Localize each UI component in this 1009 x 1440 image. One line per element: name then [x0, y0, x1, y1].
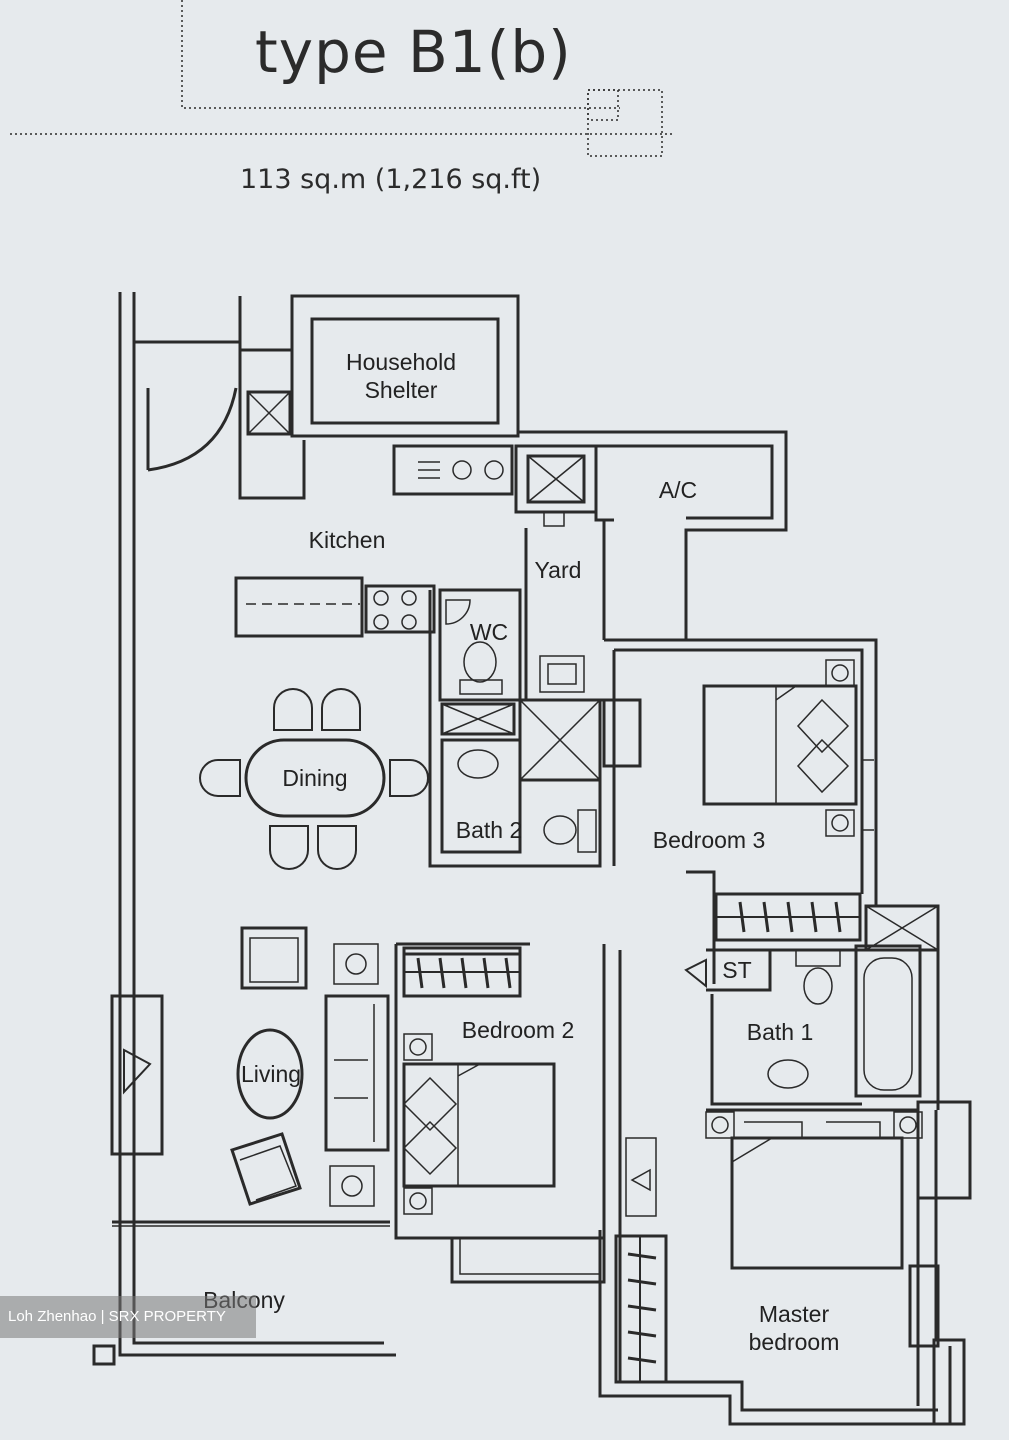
room-label-master-bedroom: Master bedroom [748, 1301, 840, 1355]
room-label-bath1: Bath 1 [746, 1019, 814, 1045]
room-label-st: ST [722, 957, 752, 983]
room-label-household-shelter: Household Shelter [346, 349, 456, 403]
room-label-yard: Yard [534, 557, 582, 583]
unit-area: 113 sq.m (1,216 sq.ft) [240, 164, 542, 195]
room-label-living: Living [240, 1061, 302, 1087]
room-label-wc: WC [469, 619, 509, 645]
room-label-bedroom2: Bedroom 2 [461, 1017, 575, 1043]
watermark-banner: Loh Zhenhao | SRX PROPERTY [0, 1296, 256, 1338]
unit-type-title: type B1(b) [255, 18, 572, 86]
room-label-kitchen: Kitchen [308, 527, 386, 553]
room-label-bedroom3: Bedroom 3 [652, 827, 766, 853]
room-label-dining: Dining [282, 765, 348, 791]
room-label-ac: A/C [658, 477, 698, 503]
room-label-bath2: Bath 2 [455, 817, 523, 843]
